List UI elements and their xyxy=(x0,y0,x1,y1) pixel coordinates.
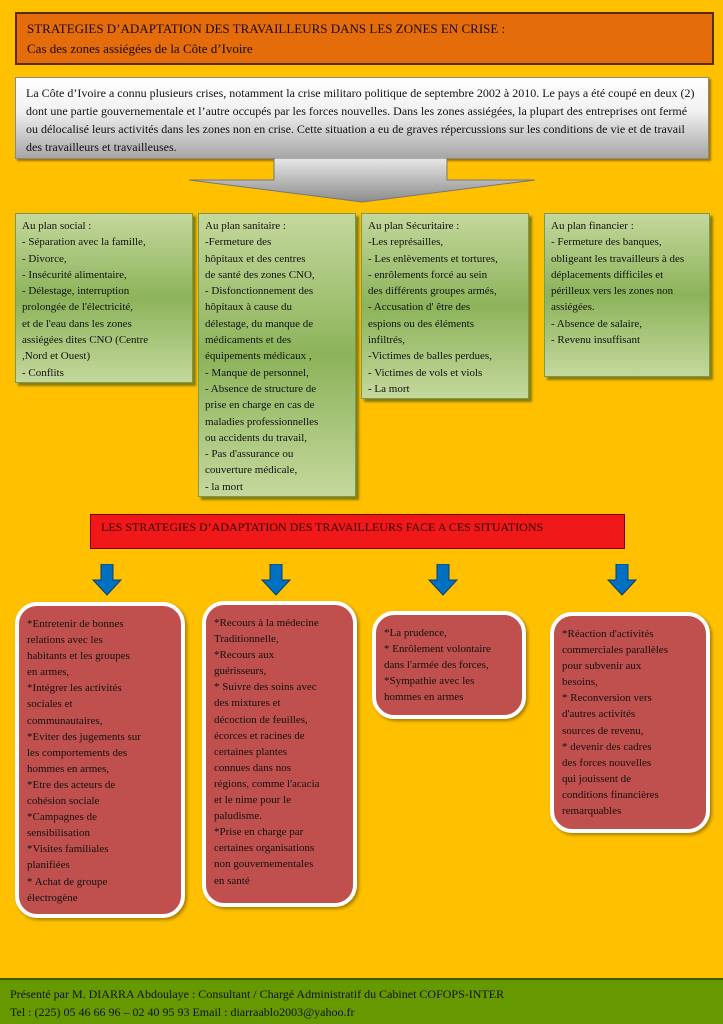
impact-securitaire-box: Au plan Sécuritaire : -Les représailles,… xyxy=(361,213,529,399)
strategy-financier-box: *Réaction d'activités commerciales paral… xyxy=(550,612,710,833)
down-arrow-icon xyxy=(188,158,536,203)
footer-author: Présenté par M. DIARRA Abdoulaye : Consu… xyxy=(10,987,505,1001)
poster-title: STRATEGIES D’ADAPTATION DES TRAVAILLEURS… xyxy=(15,12,714,65)
blue-down-arrow-icon xyxy=(607,564,637,596)
title-subtitle: Cas des zones assiégées de la Côte d’Ivo… xyxy=(27,41,253,56)
impact-sanitaire-box: Au plan sanitaire : -Fermeture des hôpit… xyxy=(198,213,356,497)
title-main: STRATEGIES D’ADAPTATION DES TRAVAILLEURS… xyxy=(27,21,506,36)
blue-down-arrow-icon xyxy=(92,564,122,596)
footer-contact: Tel : (225) 05 46 66 96 – 02 40 95 93 Em… xyxy=(10,1005,355,1019)
blue-down-arrow-icon xyxy=(261,564,291,596)
strategy-sanitaire-box: *Recours à la médecine Traditionnelle, *… xyxy=(202,601,357,907)
intro-text: La Côte d’Ivoire a connu plusieurs crise… xyxy=(15,77,709,159)
strategies-banner: LES STRATEGIES D’ADAPTATION DES TRAVAILL… xyxy=(90,514,625,549)
impact-financier-box: Au plan financier : - Fermeture des banq… xyxy=(544,213,710,377)
impact-social-box: Au plan social : - Séparation avec la fa… xyxy=(15,213,193,383)
footer-credits: Présenté par M. DIARRA Abdoulaye : Consu… xyxy=(0,978,723,1024)
strategy-securitaire-box: *La prudence, * Enrôlement volontaire da… xyxy=(372,611,526,719)
strategy-social-box: *Entretenir de bonnes relations avec les… xyxy=(15,602,185,918)
blue-down-arrow-icon xyxy=(428,564,458,596)
